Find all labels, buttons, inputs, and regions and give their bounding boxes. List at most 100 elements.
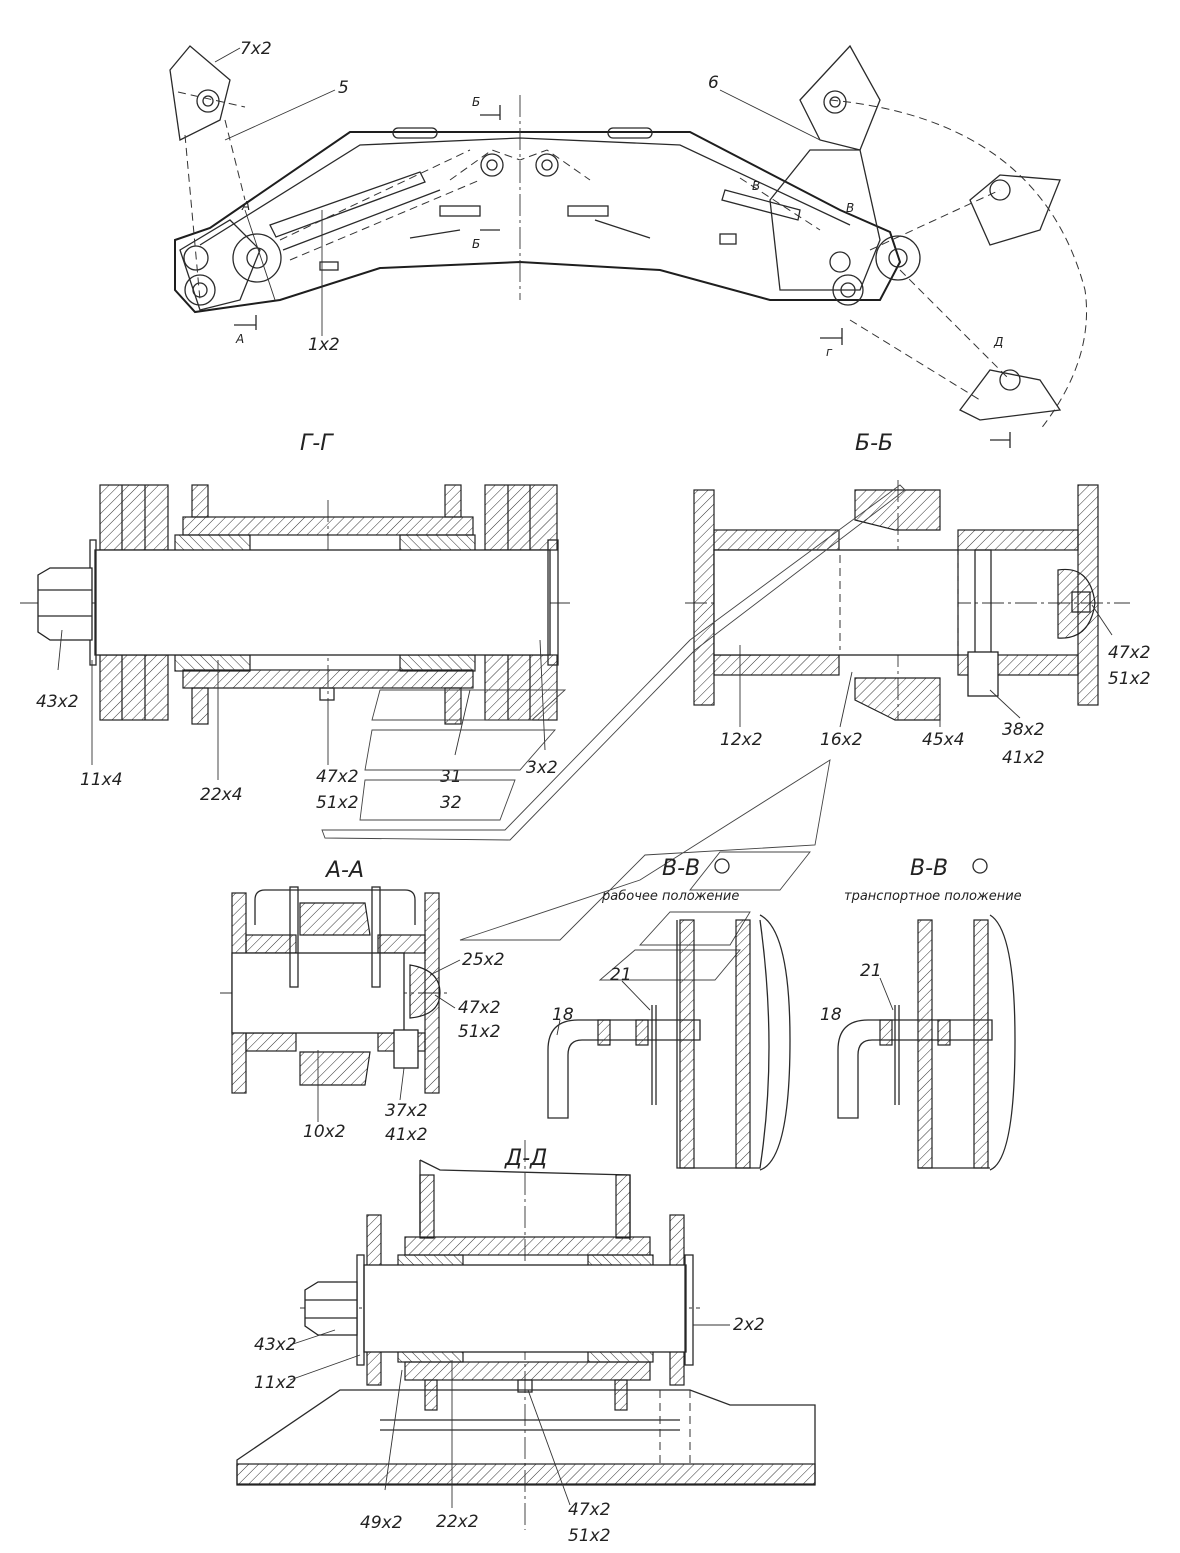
vv-work-title: В-В: [662, 856, 700, 881]
gg-left-flange-bottom: [99, 654, 169, 721]
cut-marker-D: Д: [993, 335, 1003, 349]
bb-label-12x2: 12x2: [720, 730, 763, 750]
dd-label-22x2: 22x2: [436, 1512, 479, 1532]
section-aa: А-А 25x2 47x2 51x2 10x2 37x2 41x2: [220, 858, 505, 1145]
gg-bushing-top: [182, 516, 474, 536]
gg-left-flange-top: [99, 484, 169, 551]
gg-label-43x2: 43x2: [36, 692, 79, 712]
section-dd: Д-Д 43x2 11x2: [236, 1140, 816, 1546]
gg-label-31: 31: [440, 767, 462, 787]
section-gg: Г-Г: [20, 431, 570, 813]
gg-label-51x2: 51x2: [316, 793, 359, 813]
aa-label-41x2: 41x2: [385, 1125, 428, 1145]
gg-label-32: 32: [440, 793, 462, 813]
right-bracket-upper: [799, 44, 881, 151]
bb-label-47x2: 47x2: [1108, 643, 1151, 663]
section-aa-title: А-А: [324, 858, 364, 883]
dd-label-43x2: 43x2: [254, 1335, 297, 1355]
gg-label-22x4: 22x4: [200, 785, 243, 805]
vv-work-rotation-symbol: [714, 858, 730, 874]
cut-marker-B-bottom: Б: [472, 237, 480, 251]
aa-bolt-37: [393, 1029, 419, 1069]
aa-label-47x2: 47x2: [458, 998, 501, 1018]
aa-label-25x2: 25x2: [462, 950, 505, 970]
aa-shaft: [231, 952, 405, 1034]
vv-transport-title: В-В: [910, 856, 948, 881]
callout-6: 6: [708, 73, 719, 93]
gg-right-flange-top: [484, 484, 558, 551]
bb-label-16x2: 16x2: [820, 730, 863, 750]
cut-marker-A: А: [235, 332, 244, 346]
vv-transport-label-21: 21: [860, 961, 882, 981]
vv-transport-pin-18: [837, 1019, 993, 1119]
vv-work-label-18: 18: [552, 1005, 574, 1025]
bb-label-38x2: 38x2: [1002, 720, 1045, 740]
section-vv-work: В-В рабочее положение 18 21: [547, 856, 791, 1171]
dd-bushing-bottom: [404, 1361, 651, 1381]
vv-transport-subtitle: транспортное положение: [844, 889, 1022, 904]
center-pin-right: [535, 153, 559, 177]
bb-label-51x2: 51x2: [1108, 669, 1151, 689]
center-pin-left: [480, 153, 504, 177]
callout-7x2: 7x2: [240, 39, 272, 59]
right-lower-pin: [832, 274, 864, 306]
left-hub: [179, 219, 261, 311]
aa-label-51x2: 51x2: [458, 1022, 501, 1042]
rotation-arc: [829, 99, 1088, 431]
right-plate: [769, 149, 881, 291]
bb-left-wall: [693, 489, 715, 706]
cut-marker-V2: В: [846, 201, 854, 215]
vv-transport-rotation-symbol: [972, 858, 988, 874]
left-hub-outer: [232, 233, 282, 283]
bb-lower-block: [854, 677, 941, 721]
right-hub-outer: [875, 235, 921, 281]
vv-work-body: [676, 919, 770, 1169]
gg-label-47x2: 47x2: [316, 767, 359, 787]
section-bb-title: Б-Б: [855, 431, 893, 456]
section-bb: Б-Б 47x2 51x2 12x2 16x2 45x4 38x2 41x2: [685, 431, 1151, 768]
right-upper-pin: [823, 90, 847, 114]
cut-marker-B-top: Б: [472, 95, 480, 109]
vv-work-pin-18: [547, 1019, 701, 1119]
cut-marker-G: г: [826, 345, 833, 359]
bb-bolt-38: [967, 651, 999, 697]
dd-base: [236, 1389, 816, 1486]
section-vv-transport: В-В транспортное положение 18 21: [820, 856, 1022, 1171]
section-dd-title: Д-Д: [504, 1146, 547, 1171]
bb-upper-block: [854, 489, 941, 531]
gg-label-3x2: 3x2: [526, 758, 558, 778]
gg-nut: [37, 567, 93, 641]
left-bracket-upper: [169, 45, 231, 141]
dd-label-47x2: 47x2: [568, 1500, 611, 1520]
left-lower-pin: [184, 274, 216, 306]
cut-marker-A-top: А: [241, 199, 250, 213]
overlay-outlines: [321, 484, 906, 981]
callout-1x2: 1x2: [308, 335, 340, 355]
slot-right: [607, 127, 653, 139]
left-cylinder: [269, 171, 426, 238]
vv-work-subtitle: рабочее положение: [601, 889, 739, 904]
dd-label-51x2: 51x2: [568, 1526, 611, 1546]
gg-shaft: [94, 549, 551, 656]
bb-label-41x2: 41x2: [1002, 748, 1045, 768]
folded-bracket-mid: [969, 174, 1061, 246]
dd-label-11x2: 11x2: [254, 1373, 297, 1393]
main-view: 7x2 5 6 1x2 А А Б Б В В г Д: [169, 39, 1088, 448]
callout-5: 5: [338, 78, 349, 98]
left-upper-pin: [196, 89, 220, 113]
slot-left: [392, 127, 438, 139]
vv-work-label-21: 21: [610, 965, 632, 985]
dd-bushing-top: [404, 1236, 651, 1256]
dd-label-49x2: 49x2: [360, 1513, 403, 1533]
section-gg-title: Г-Г: [300, 431, 334, 456]
folded-bracket-low: [959, 369, 1062, 421]
aa-label-10x2: 10x2: [303, 1122, 346, 1142]
cut-marker-V1: В: [752, 179, 760, 193]
dd-shaft: [363, 1264, 687, 1353]
aa-label-37x2: 37x2: [385, 1101, 428, 1121]
vv-transport-label-18: 18: [820, 1005, 842, 1025]
gg-label-11x4: 11x4: [80, 770, 123, 790]
dd-label-2x2: 2x2: [733, 1315, 765, 1335]
gg-right-flange-bottom: [484, 654, 558, 721]
